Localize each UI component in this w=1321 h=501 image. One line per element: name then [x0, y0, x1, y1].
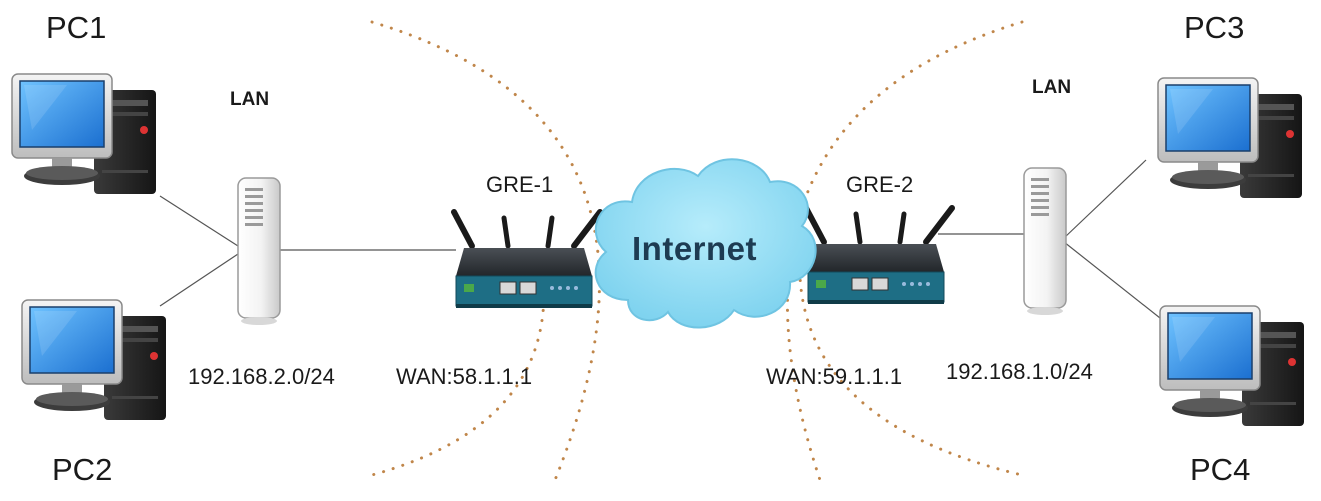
- pc4-label: PC4: [1190, 452, 1251, 487]
- lan-left-label: LAN: [230, 89, 270, 110]
- router-gre1-icon: [454, 212, 600, 308]
- pc1-label: PC1: [46, 10, 107, 45]
- pc2-label: PC2: [52, 452, 113, 487]
- router-gre1-wan: WAN:58.1.1.1: [396, 364, 533, 389]
- router-gre2-label: GRE-2: [846, 172, 914, 197]
- lan-right-subnet: 192.168.1.0/24: [946, 359, 1093, 384]
- pc3-icon: [1157, 77, 1303, 199]
- link-pc1-switch: [159, 195, 239, 247]
- pc4-icon: [1159, 305, 1305, 427]
- router-gre1-label: GRE-1: [486, 172, 554, 197]
- pc2-icon: [21, 299, 167, 421]
- pc3-label: PC3: [1184, 10, 1245, 45]
- link-switch-pc4: [1063, 241, 1161, 319]
- lan-switch-left-icon: [237, 177, 281, 326]
- router-gre2-wan: WAN:59.1.1.1: [766, 364, 903, 389]
- lan-right-label: LAN: [1032, 77, 1072, 98]
- lan-switch-right-icon: [1023, 167, 1067, 316]
- pc1-icon: [11, 73, 157, 195]
- internet-label: Internet: [632, 230, 758, 267]
- router-gre2-icon: [806, 208, 952, 304]
- link-switch-pc3: [1063, 159, 1147, 239]
- lan-left-subnet: 192.168.2.0/24: [188, 364, 335, 389]
- internet-cloud-icon: [594, 158, 817, 329]
- link-pc2-switch: [159, 253, 239, 307]
